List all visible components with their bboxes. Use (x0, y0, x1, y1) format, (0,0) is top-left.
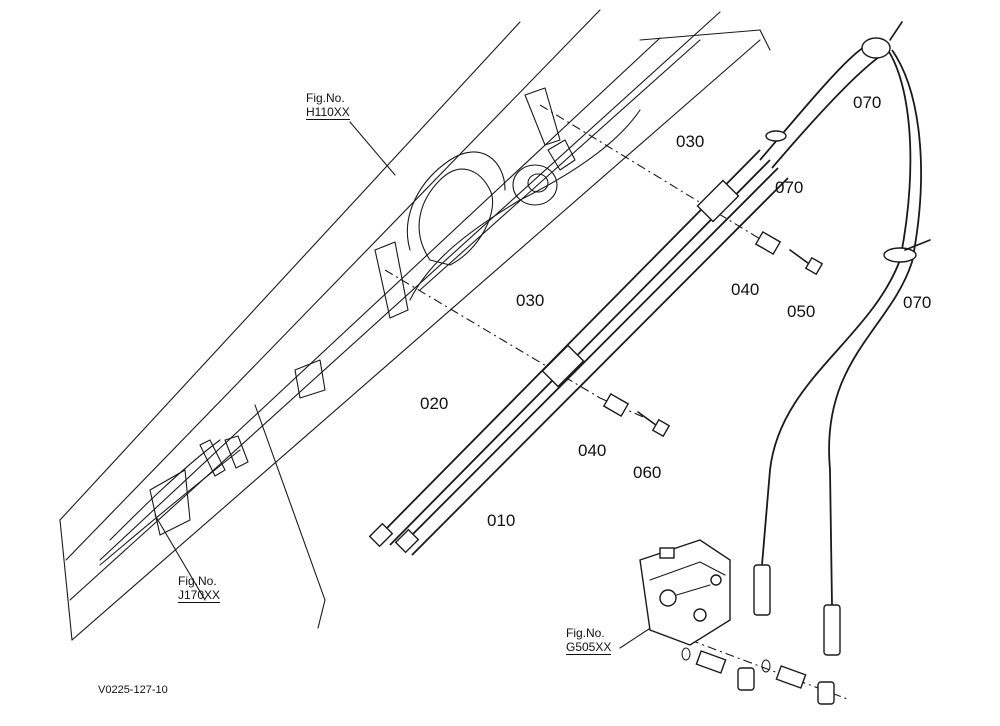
figure-ref-prefix: Fig.No. (566, 626, 605, 640)
flexible-hoses (753, 21, 931, 656)
figure-ref-prefix: Fig.No. (306, 91, 345, 105)
figure-ref-code: J170XX (178, 588, 221, 603)
callout-030: 030 (676, 132, 705, 151)
callout-030: 030 (516, 291, 545, 310)
figure-ref-j170: Fig.No. J170XX (178, 574, 221, 603)
figure-ref-code: H110XX (306, 105, 350, 120)
callout-010: 010 (487, 511, 516, 530)
callout-070: 070 (903, 293, 932, 312)
callout-070: 070 (775, 178, 804, 197)
figure-ref-code: G505XX (566, 640, 612, 655)
figure-ref-leaders (154, 121, 656, 649)
pipe-clamps (541, 179, 740, 388)
callout-020: 020 (420, 394, 449, 413)
drawing-code: V0225-127-10 (98, 684, 168, 696)
figure-ref-prefix: Fig.No. (178, 574, 217, 588)
spacers-and-bolts (602, 230, 824, 438)
figure-ref-h110: Fig.No. H110XX (306, 91, 350, 120)
callout-040: 040 (731, 280, 760, 299)
figure-ref-g505: Fig.No. G505XX (566, 626, 612, 655)
callout-060: 060 (633, 463, 662, 482)
boom-frame (59, 9, 771, 641)
callout-040: 040 (578, 441, 607, 460)
rigid-pipes (368, 149, 789, 556)
callout-050: 050 (787, 302, 816, 321)
control-valve (639, 539, 835, 705)
callout-070: 070 (853, 93, 882, 112)
